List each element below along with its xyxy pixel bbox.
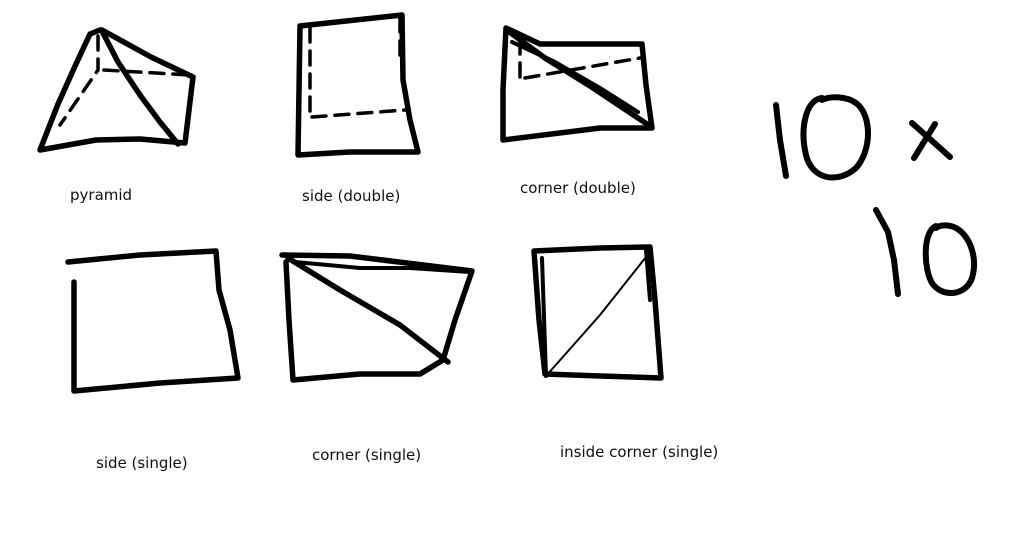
corner-single-outline (279, 252, 475, 383)
corner-single-top-edge (293, 260, 472, 274)
pyramid-sketch (37, 27, 196, 153)
note-times-stroke-b (911, 121, 938, 161)
pyramid-hidden-edge-top (102, 68, 192, 77)
corner-single-sketch (279, 252, 475, 383)
corner-double-outline (500, 25, 655, 143)
corner-double-hidden-top (523, 56, 642, 80)
label-pyramid: pyramid (70, 186, 132, 204)
side-double-sketch (295, 12, 421, 158)
corner-double-sketch (500, 25, 655, 143)
corner-double-diagonal-inner (510, 40, 640, 114)
note-rows-one-stroke (773, 102, 789, 179)
note-cols-zero-stroke (922, 222, 977, 296)
inside-corner-single-right-inner (644, 248, 652, 302)
corner-double-diagonal (505, 28, 653, 129)
side-double-hidden-bottom (310, 108, 407, 119)
label-side-single: side (single) (96, 454, 188, 472)
label-inside-corner-single: inside corner (single) (560, 443, 718, 461)
label-side-double: side (double) (302, 187, 400, 205)
label-corner-double: corner (double) (520, 179, 636, 197)
handwritten-size-note: 10 x 10 (773, 94, 977, 297)
inside-corner-single-diagonal (545, 251, 651, 377)
pyramid-front-edge (99, 28, 181, 147)
inside-corner-single-left-inner (540, 256, 548, 378)
inside-corner-single-outline (531, 244, 664, 381)
inside-corner-single-sketch (531, 244, 664, 381)
side-single-outline (65, 248, 241, 394)
pyramid-outline (37, 27, 196, 153)
pyramid-hidden-edge-left (58, 34, 100, 127)
side-double-outline (295, 12, 421, 158)
side-single-sketch (65, 248, 241, 394)
note-rows-zero-stroke (800, 94, 871, 181)
corner-single-diagonal (285, 255, 451, 365)
note-times-stroke-a (909, 120, 953, 160)
note-cols-one-stroke (873, 207, 901, 297)
label-corner-single: corner (single) (312, 446, 421, 464)
